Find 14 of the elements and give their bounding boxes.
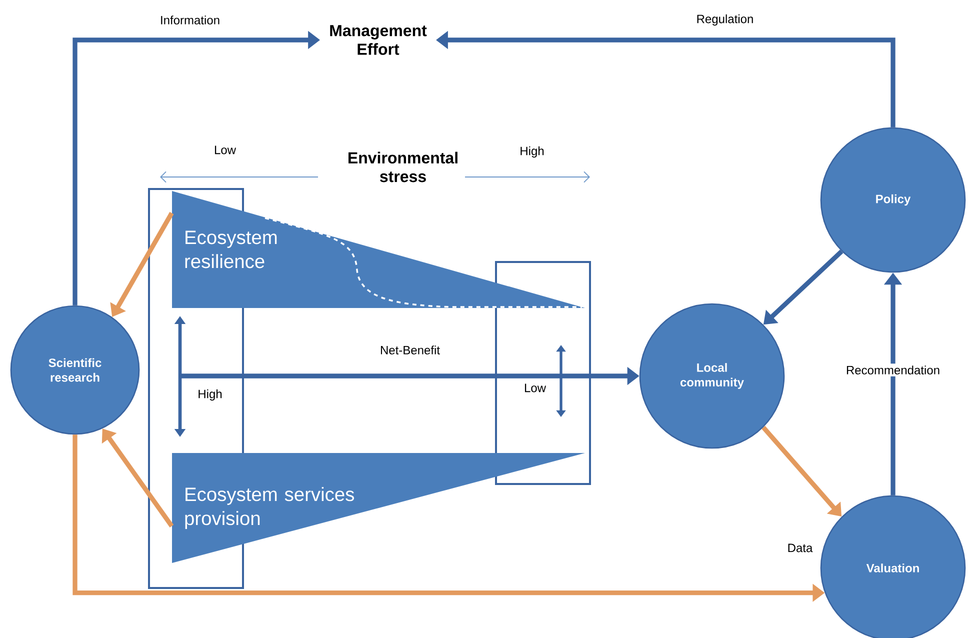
- circle-node: Valuation: [820, 495, 966, 638]
- text-label: High: [198, 389, 222, 401]
- circle-node: Scientific research: [10, 305, 140, 435]
- edge-label: Recommendation: [844, 364, 942, 376]
- text-label: Low: [524, 384, 546, 392]
- circle-node: Policy: [820, 127, 966, 273]
- edge-label: Net-Benefit: [378, 344, 442, 356]
- edge-label: Information: [158, 14, 222, 26]
- text-label: Low: [214, 146, 236, 154]
- edge-label: Regulation: [694, 12, 756, 28]
- circle-node: Local community: [639, 303, 785, 449]
- text-label: High: [520, 146, 544, 158]
- node-label: Management Effort: [330, 25, 427, 55]
- edge-label: Data: [785, 542, 815, 554]
